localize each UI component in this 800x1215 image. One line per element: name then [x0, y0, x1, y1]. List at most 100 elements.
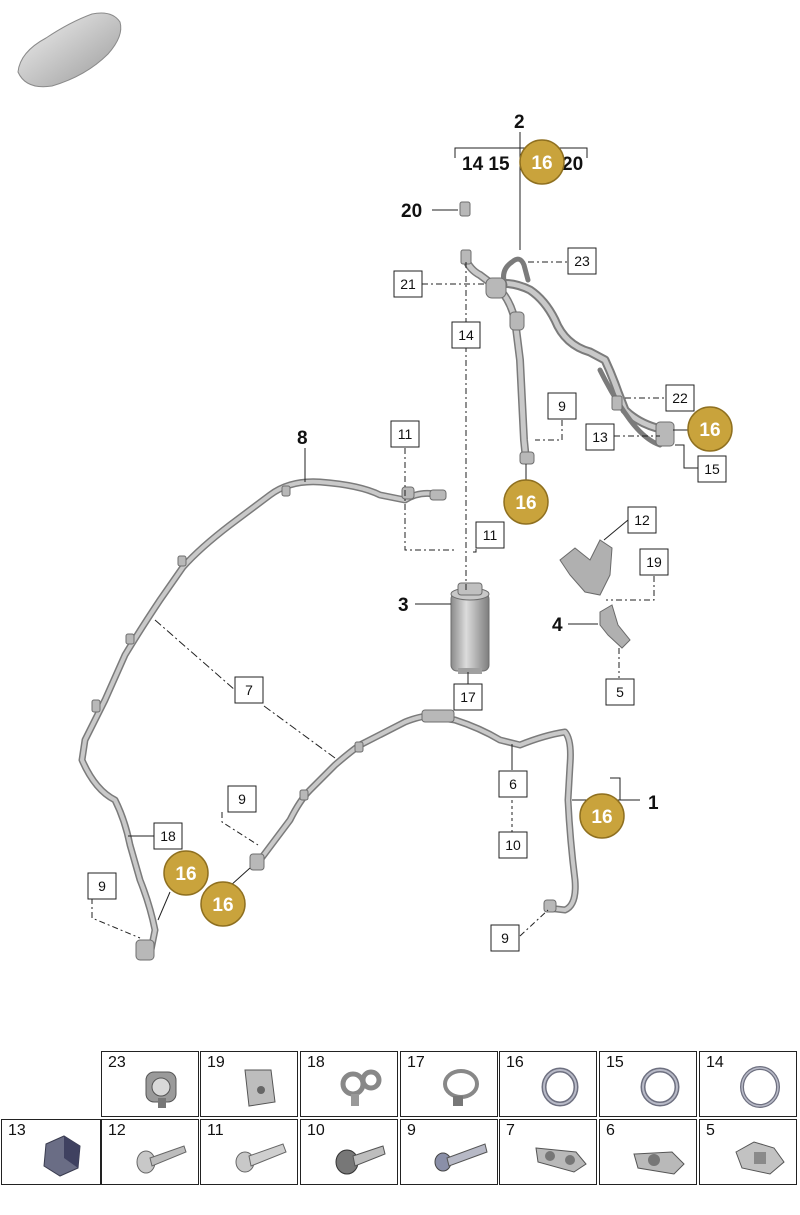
svg-text:9: 9	[238, 791, 246, 807]
o-ring-icon	[541, 1067, 579, 1107]
svg-text:11: 11	[483, 527, 498, 543]
pipe-holder-icon	[535, 1147, 587, 1173]
legend-cell-19: 19	[200, 1051, 298, 1117]
legend-cell-17: 17	[400, 1051, 498, 1117]
retainer-icon	[735, 1141, 785, 1175]
svg-text:16: 16	[212, 895, 233, 916]
callout-6: 6	[498, 770, 528, 798]
legend-cell-14: 14	[699, 1051, 797, 1117]
label-3: 3	[398, 595, 409, 616]
svg-text:16: 16	[531, 153, 552, 174]
receiver-drier-3	[450, 582, 490, 674]
svg-text:16: 16	[175, 864, 196, 885]
svg-text:9: 9	[98, 878, 106, 894]
callout-5: 5	[605, 678, 635, 706]
torx-bolt-icon	[335, 1145, 386, 1175]
callout-18: 18	[153, 822, 183, 850]
fittings	[91, 201, 675, 961]
group2-row: 14 15	[462, 154, 510, 175]
legend-cell-7: 7	[499, 1119, 597, 1185]
refrigerant-line-8	[78, 478, 444, 959]
o-ring-icon	[640, 1067, 680, 1107]
svg-text:16: 16	[699, 420, 720, 441]
legend-cell-23: 23	[101, 1051, 199, 1117]
seal-16-center: 16	[503, 479, 549, 525]
callout-13: 13	[585, 423, 615, 451]
svg-text:12: 12	[634, 512, 650, 528]
legend-cell-16: 16	[499, 1051, 597, 1117]
svg-text:9: 9	[558, 398, 566, 414]
callout-9-top: 9	[547, 392, 577, 420]
screw-icon	[434, 1143, 488, 1172]
callout-22: 22	[665, 384, 695, 412]
legend-cell-10: 10	[300, 1119, 398, 1185]
label-20: 20	[401, 201, 422, 222]
bold-labels: 1 2 3 4 8 20 14 15 20	[297, 112, 659, 814]
legend-cell-12: 12	[101, 1119, 199, 1185]
svg-text:11: 11	[398, 426, 413, 442]
svg-text:22: 22	[672, 390, 688, 406]
bracket-4	[599, 604, 631, 649]
seal-16-right: 16	[687, 406, 733, 452]
callout-11-top: 11	[390, 420, 420, 448]
svg-text:19: 19	[646, 554, 662, 570]
holder-icon	[633, 1151, 685, 1175]
callout-9-left: 9	[87, 872, 117, 900]
label-2: 2	[514, 112, 525, 133]
seal-markers: 16 16 16 16 16 16	[163, 139, 733, 927]
svg-text:14: 14	[458, 327, 474, 343]
legend-cell-9: 9	[400, 1119, 498, 1185]
callout-23: 23	[567, 247, 597, 275]
bracket-12	[559, 539, 613, 596]
seal-16-line1: 16	[579, 793, 625, 839]
callout-11-mid: 11	[475, 521, 505, 549]
svg-text:17: 17	[460, 689, 476, 705]
callout-7: 7	[234, 676, 264, 704]
legend-cell-18: 18	[300, 1051, 398, 1117]
svg-text:6: 6	[509, 776, 517, 792]
group2-tail: 20	[562, 154, 583, 175]
clip-holder-icon	[145, 1071, 177, 1108]
svg-text:9: 9	[501, 930, 509, 946]
legend-cell-6: 6	[599, 1119, 697, 1185]
callout-15: 15	[697, 455, 727, 483]
o-ring-icon	[740, 1066, 780, 1108]
callout-19: 19	[639, 548, 669, 576]
bolt-icon	[235, 1143, 287, 1173]
legend-cell-13: 13	[1, 1119, 101, 1185]
car-silhouette-icon	[17, 12, 122, 88]
label-1: 1	[648, 793, 659, 814]
double-clip-icon	[340, 1069, 382, 1106]
boxed-callouts: 23 21 14 22 9 13 15 11 11 12 19 5 17 7 6…	[87, 247, 727, 952]
svg-text:15: 15	[704, 461, 720, 477]
callout-21: 21	[393, 270, 423, 298]
callout-9-bottom: 9	[490, 924, 520, 952]
svg-text:13: 13	[592, 429, 608, 445]
hose-clamp-icon	[443, 1069, 479, 1106]
svg-text:7: 7	[245, 682, 253, 698]
label-4: 4	[552, 615, 563, 636]
seal-16-left-a: 16	[163, 850, 209, 896]
hex-nut-icon	[43, 1135, 81, 1177]
callout-12: 12	[627, 506, 657, 534]
legend-cell-5: 5	[699, 1119, 797, 1185]
svg-text:16: 16	[515, 493, 536, 514]
callout-14: 14	[451, 321, 481, 349]
leader-lines	[91, 132, 698, 939]
seal-16-left-b: 16	[200, 881, 246, 927]
svg-text:16: 16	[591, 807, 612, 828]
svg-text:23: 23	[574, 253, 590, 269]
pipe-assembly	[78, 254, 670, 959]
flange-bolt-icon	[136, 1145, 187, 1174]
legend-cell-11: 11	[200, 1119, 298, 1185]
svg-text:10: 10	[505, 837, 521, 853]
svg-text:18: 18	[160, 828, 176, 844]
svg-text:5: 5	[616, 684, 624, 700]
parts-diagram: 1 2 3 4 8 20 14 15 20 23 21 14 22 9 13 1…	[17, 12, 733, 961]
legend-cell-15: 15	[599, 1051, 697, 1117]
refrigerant-line-1	[256, 712, 579, 914]
label-8: 8	[297, 428, 308, 449]
seal-16-top: 16	[519, 139, 565, 185]
callout-9-mid: 9	[227, 785, 257, 813]
bracket-clip-icon	[244, 1069, 276, 1107]
